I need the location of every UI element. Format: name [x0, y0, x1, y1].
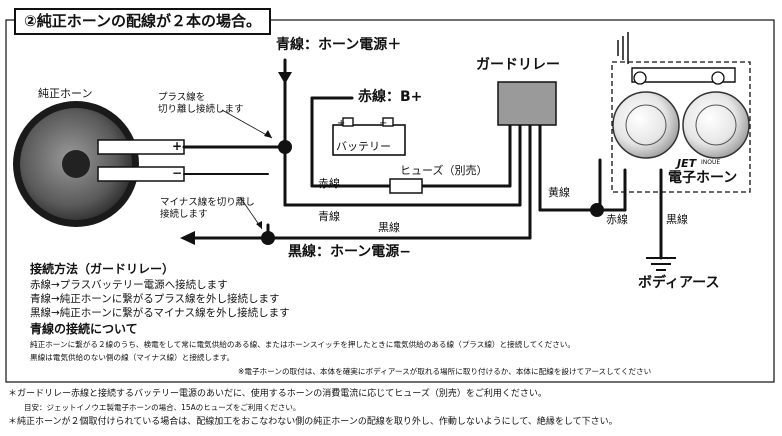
- blue-section-line-2: 黒線は電気供給のない側の線（マイナス線）と接続します。: [30, 353, 235, 362]
- body-earth-label: ボディアース: [638, 275, 720, 291]
- plus-note-1: プラス線を: [158, 92, 206, 103]
- black-minus-label: 黒線：ホーン電源−: [288, 244, 412, 260]
- outer-frame: [5, 19, 775, 383]
- battery-minus: −: [379, 118, 388, 129]
- battery-plus: +: [337, 118, 346, 129]
- jet-logo-small: INOUE: [701, 159, 721, 166]
- method-line-3: 黒線→純正ホーンに繋がるマイナス線を外し接続します: [30, 307, 290, 319]
- minus-note-1: マイナス線を切り離し: [160, 197, 255, 208]
- guard-relay-graphic: [497, 81, 557, 126]
- minus-sign: −: [172, 166, 183, 180]
- footnote-2: ＊純正ホーンが２個取付けられている場合は、配線加工をおこなわない側の純正ホーンの…: [8, 417, 618, 427]
- battery-graphic: [332, 117, 406, 156]
- method-line-2: 青線→純正ホーンに繋がるプラス線を外し接続します: [30, 293, 280, 305]
- electronic-horn-graphic: [612, 91, 750, 159]
- blue-plus-label: 青線：ホーン電源＋: [276, 37, 402, 53]
- blue-section-heading: 青線の接続について: [30, 322, 138, 336]
- footnote-1: ＊ガードリレー赤線と接続するバッテリー電源のあいだに、使用するホーンの消費電流に…: [8, 389, 547, 399]
- red-b-label: 赤線：B+: [358, 89, 423, 105]
- oem-horn-label: 純正ホーン: [38, 87, 93, 100]
- red-wire-label: 赤線: [318, 177, 340, 190]
- blue-wire-label: 青線: [318, 210, 340, 223]
- yellow-wire-label: 黄線: [548, 186, 570, 199]
- battery-label: バッテリー: [336, 140, 391, 153]
- ehorn-box: [611, 61, 751, 193]
- oem-horn-graphic: [13, 101, 185, 227]
- footnote-1-sub: 目安：ジェットイノウエ製電子ホーンの場合、15Aのヒューズをご利用ください。: [24, 403, 301, 412]
- earth-symbol: [646, 257, 676, 271]
- plus-note-2: 切り離し接続します: [158, 104, 244, 115]
- minus-note-2: 接続します: [160, 209, 208, 220]
- fuse-label: ヒューズ（別売）: [400, 164, 488, 177]
- black-wire2-label: 黒線: [666, 213, 688, 226]
- page-title: ②純正ホーンの配線が２本の場合。: [14, 8, 271, 35]
- electronic-horn-label: 電子ホーン: [668, 170, 738, 186]
- red-wire2-label: 赤線: [606, 213, 628, 226]
- method-heading: 接続方法（ガードリレー）: [30, 262, 175, 276]
- method-line-1: 赤線→プラスバッテリー電源へ接続します: [30, 279, 228, 291]
- blue-section-line-1: 純正ホーンに繋がる２線のうち、検電をして常に電気供給のある線、またはホーンスイッ…: [30, 340, 575, 349]
- plus-sign: +: [172, 139, 183, 153]
- fuse-graphic: [389, 178, 423, 194]
- guard-relay-label: ガードリレー: [476, 57, 560, 73]
- jet-logo: JET: [677, 157, 697, 170]
- black-wire-label: 黒線: [378, 221, 400, 234]
- blue-section-note: ※電子ホーンの取付は、本体を確実にボディアースが取れる場所に取り付けるか、本体に…: [238, 367, 652, 376]
